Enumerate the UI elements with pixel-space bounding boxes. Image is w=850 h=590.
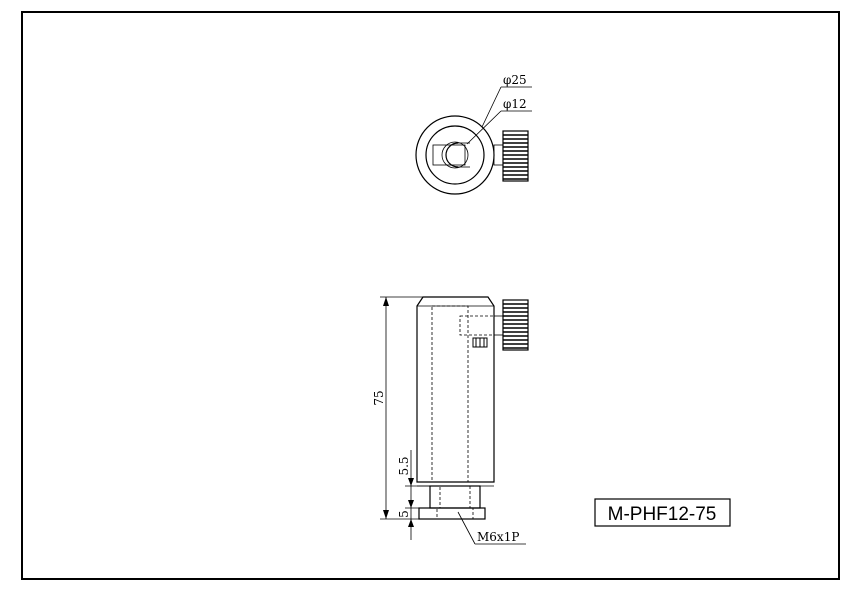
thread-label: M6x1P bbox=[477, 530, 519, 544]
drawing-border bbox=[21, 11, 840, 580]
outer-diameter-label: φ25 bbox=[503, 73, 527, 87]
inner-diameter-label: φ12 bbox=[503, 97, 527, 111]
overall-height-label: 75 bbox=[372, 390, 386, 405]
neck-section bbox=[429, 485, 481, 509]
counterbore-arrow-bottom bbox=[408, 500, 414, 508]
knurl-lines-side bbox=[503, 303, 528, 349]
hidden-setscrew-hole bbox=[459, 315, 495, 336]
hidden-bore bbox=[431, 305, 469, 483]
side-view: M6x1P 75 5.5 5 bbox=[372, 296, 529, 545]
part-number-label: M-PHF12-75 bbox=[608, 504, 717, 525]
part-number-block: M-PHF12-75 bbox=[594, 498, 731, 527]
outer-diameter-leader bbox=[481, 86, 502, 128]
base-flange bbox=[418, 507, 486, 520]
inner-diameter-leader bbox=[466, 110, 502, 145]
height-arrow-bottom bbox=[383, 510, 389, 519]
base-height-label: 5 bbox=[397, 510, 411, 518]
height-arrow-top bbox=[383, 297, 389, 306]
hidden-thread-base bbox=[436, 507, 474, 520]
base-arrow-bottom bbox=[408, 519, 414, 527]
slot-outline bbox=[432, 144, 466, 166]
post-body-outline bbox=[416, 296, 495, 483]
knob-stem bbox=[493, 144, 504, 166]
inner-ring-circle bbox=[425, 125, 485, 185]
counterbore-depth-label: 5.5 bbox=[397, 456, 411, 475]
bore-circle bbox=[441, 141, 469, 169]
part-number-box bbox=[594, 498, 731, 527]
knurl-lines bbox=[503, 134, 528, 180]
knob-stem-side bbox=[493, 315, 504, 336]
hidden-thread-neck bbox=[439, 485, 471, 509]
outer-ring-circle bbox=[415, 115, 495, 195]
top-view: φ25 φ12 bbox=[415, 73, 532, 195]
counterbore-arrow-top bbox=[408, 478, 414, 486]
thread-leader bbox=[457, 511, 476, 545]
collet-arc bbox=[445, 142, 459, 168]
